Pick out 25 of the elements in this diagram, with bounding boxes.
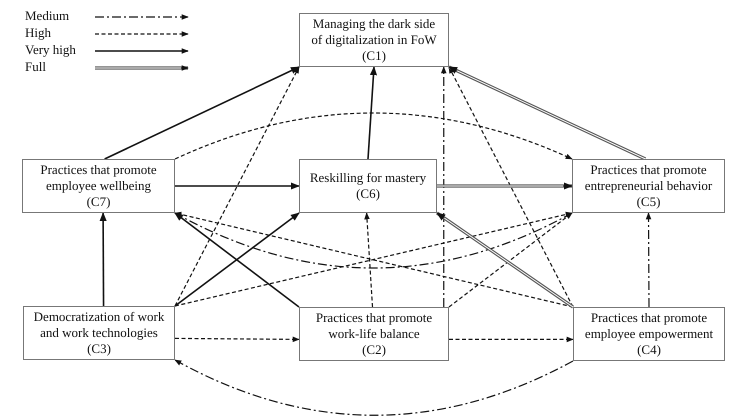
- concept-box: [299, 159, 437, 213]
- concept-code: (C1): [362, 48, 386, 64]
- concept-label: Reskilling for mastery: [310, 170, 426, 186]
- concept-label: Managing the dark side of digitalization in FoW: [310, 16, 438, 48]
- legend-label: High: [25, 25, 51, 41]
- concept-label: Democratization of work and work technologies: [32, 309, 166, 341]
- concept-code: (C2): [362, 342, 386, 358]
- concept-label: Practices that promote entrepreneurial behavior: [584, 162, 714, 194]
- concept-box: [299, 307, 449, 361]
- concept-box: [299, 13, 449, 67]
- concept-code: (C5): [636, 194, 660, 210]
- concept-label: Practices that promote employee wellbeing: [39, 162, 158, 194]
- concept-code: (C6): [356, 186, 380, 202]
- legend-label: Medium: [25, 8, 70, 24]
- concept-label: Practices that promote employee empowerment: [584, 310, 714, 342]
- concept-code: (C3): [87, 341, 111, 357]
- legend-label: Very high: [25, 42, 76, 58]
- concept-code: (C7): [86, 194, 110, 210]
- concept-box: [22, 159, 175, 213]
- concept-label: Practices that promote work-life balance: [314, 310, 434, 342]
- legend-label: Full: [25, 59, 46, 75]
- concept-box: [573, 307, 725, 361]
- concept-box: [23, 306, 175, 360]
- concept-box: [572, 159, 725, 213]
- concept-code: (C4): [637, 342, 661, 358]
